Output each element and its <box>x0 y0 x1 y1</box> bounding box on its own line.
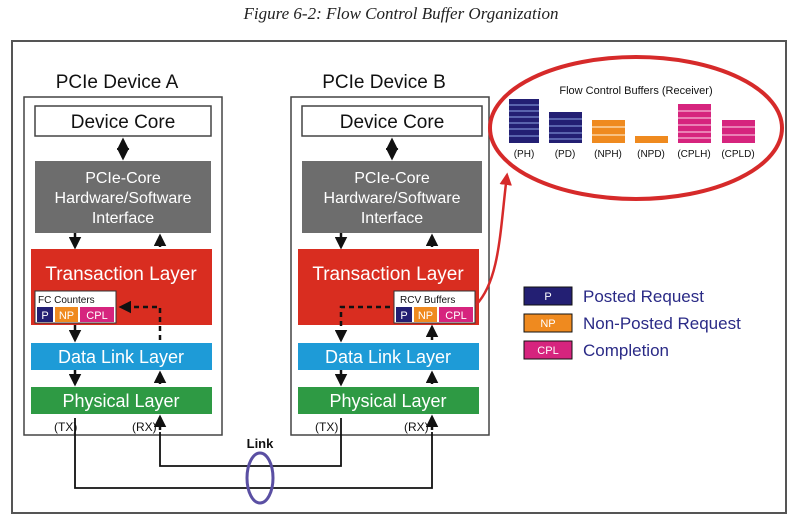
rcv-buffer-np-chip <box>414 307 437 322</box>
device-a-data-link-layer <box>31 343 212 370</box>
device-b-core-box <box>301 105 483 137</box>
device-a-interface-line3: Interface <box>92 210 154 227</box>
nph-buffer-block <box>592 120 625 143</box>
legend-item-completion: CPL Completion <box>523 340 669 360</box>
cplh-label: (CPLH) <box>677 149 710 160</box>
legend-item-nonposted: NP Non-Posted Request <box>523 313 741 333</box>
device-a-rx-label: (RX) <box>132 420 157 434</box>
device-b-transaction-label: Transaction Layer <box>312 264 464 285</box>
fc-counter-cpl-chip <box>80 307 114 322</box>
device-b-interface-line2: Hardware/Software <box>324 190 461 207</box>
device-a-interface-line2: Hardware/Software <box>55 190 192 207</box>
npd-buffer-stack <box>635 136 668 143</box>
ph-label: (PH) <box>514 149 535 160</box>
device-b-core-label: Device Core <box>340 112 445 133</box>
device-b-interface-line3: Interface <box>361 210 423 227</box>
device-a: PCIe Device A Device Core PCIe-Core Hard… <box>23 72 223 436</box>
device-a-interface-box <box>35 161 211 233</box>
cplh-buffer-stack <box>678 104 711 143</box>
fc-buffers-callout-arrow <box>475 172 512 306</box>
rcv-buffer-cpl-label: CPL <box>445 310 466 322</box>
rcv-buffer-p-chip <box>396 307 412 322</box>
device-a-physical-layer <box>31 387 212 414</box>
legend-nonposted-chip-label: NP <box>540 318 555 330</box>
rcv-buffers-label: RCV Buffers <box>400 295 455 306</box>
legend-posted-chip-label: P <box>544 291 551 303</box>
device-a-core-label: Device Core <box>71 112 176 133</box>
cpld-buffer-stack <box>722 120 755 143</box>
nph-label: (NPH) <box>594 149 622 160</box>
legend: P Posted Request NP Non-Posted Request C… <box>523 286 741 360</box>
legend-completion-chip-label: CPL <box>537 345 558 357</box>
npd-buffer-block <box>635 136 668 143</box>
legend-nonposted-swatch <box>523 313 573 333</box>
device-b-rx-label: (RX) <box>404 420 429 434</box>
cplh-buffer-block <box>678 104 711 143</box>
fc-counter-update-dashed-arrow <box>118 300 162 340</box>
device-b-title: PCIe Device B <box>322 72 446 93</box>
device-b-interface-box <box>302 161 482 233</box>
wire-b-tx-to-a-rx <box>159 418 342 467</box>
device-b-physical-label: Physical Layer <box>329 391 446 411</box>
nph-buffer-stack <box>592 120 625 143</box>
device-b: PCIe Device B Device Core PCIe-Core Hard… <box>290 72 490 436</box>
device-a-tx-label: (TX) <box>54 420 77 434</box>
device-a-title: PCIe Device A <box>56 72 179 93</box>
rcv-buffer-np-label: NP <box>418 310 433 322</box>
ph-buffer-stack <box>509 99 539 143</box>
cpld-buffer-block <box>722 120 755 143</box>
pd-label: (PD) <box>555 149 576 160</box>
legend-posted-text: Posted Request <box>583 287 704 306</box>
device-b-data-link-layer <box>298 343 479 370</box>
cpld-label: (CPLD) <box>721 149 754 160</box>
device-b-data-link-label: Data Link Layer <box>325 347 451 367</box>
legend-completion-swatch <box>523 340 573 360</box>
legend-posted-swatch <box>523 286 573 306</box>
fc-counters-label: FC Counters <box>38 295 95 306</box>
rcv-buffer-p-label: P <box>400 310 407 322</box>
fc-counter-p-label: P <box>41 310 48 322</box>
wire-a-tx-to-b-rx <box>74 418 433 489</box>
device-a-border <box>23 96 223 436</box>
pd-buffer-stack <box>549 112 582 143</box>
fc-buffers-title: Flow Control Buffers (Receiver) <box>559 85 712 97</box>
device-b-border <box>290 96 490 436</box>
link-label: Link <box>247 436 274 451</box>
device-a-transaction-label: Transaction Layer <box>45 264 197 285</box>
figure-frame <box>11 40 787 514</box>
fc-counter-p-chip <box>37 307 53 322</box>
figure-caption: Figure 6-2: Flow Control Buffer Organiza… <box>243 4 559 23</box>
npd-label: (NPD) <box>637 149 665 160</box>
device-a-physical-label: Physical Layer <box>62 391 179 411</box>
rcv-buffer-dashed-arrow <box>334 305 390 343</box>
device-b-physical-layer <box>298 387 479 414</box>
legend-completion-text: Completion <box>583 341 669 360</box>
fc-counter-cpl-label: CPL <box>86 310 107 322</box>
link-wires: Link <box>74 418 433 505</box>
fc-buffers-callout: Flow Control Buffers (Receiver) <box>475 55 784 306</box>
device-a-interface-line1: PCIe-Core <box>85 170 161 187</box>
legend-nonposted-text: Non-Posted Request <box>583 314 741 333</box>
legend-item-posted: P Posted Request <box>523 286 704 306</box>
fc-buffers-highlight-ellipse <box>488 55 784 201</box>
device-b-interface-line1: PCIe-Core <box>354 170 430 187</box>
rcv-buffer-cpl-chip <box>439 307 473 322</box>
device-a-core-box <box>34 105 212 137</box>
link-ellipse <box>245 451 275 505</box>
device-a-data-link-label: Data Link Layer <box>58 347 184 367</box>
fc-counter-np-chip <box>55 307 78 322</box>
pd-buffer-block <box>549 112 582 143</box>
fc-counter-np-label: NP <box>59 310 74 322</box>
device-b-tx-label: (TX) <box>315 420 338 434</box>
